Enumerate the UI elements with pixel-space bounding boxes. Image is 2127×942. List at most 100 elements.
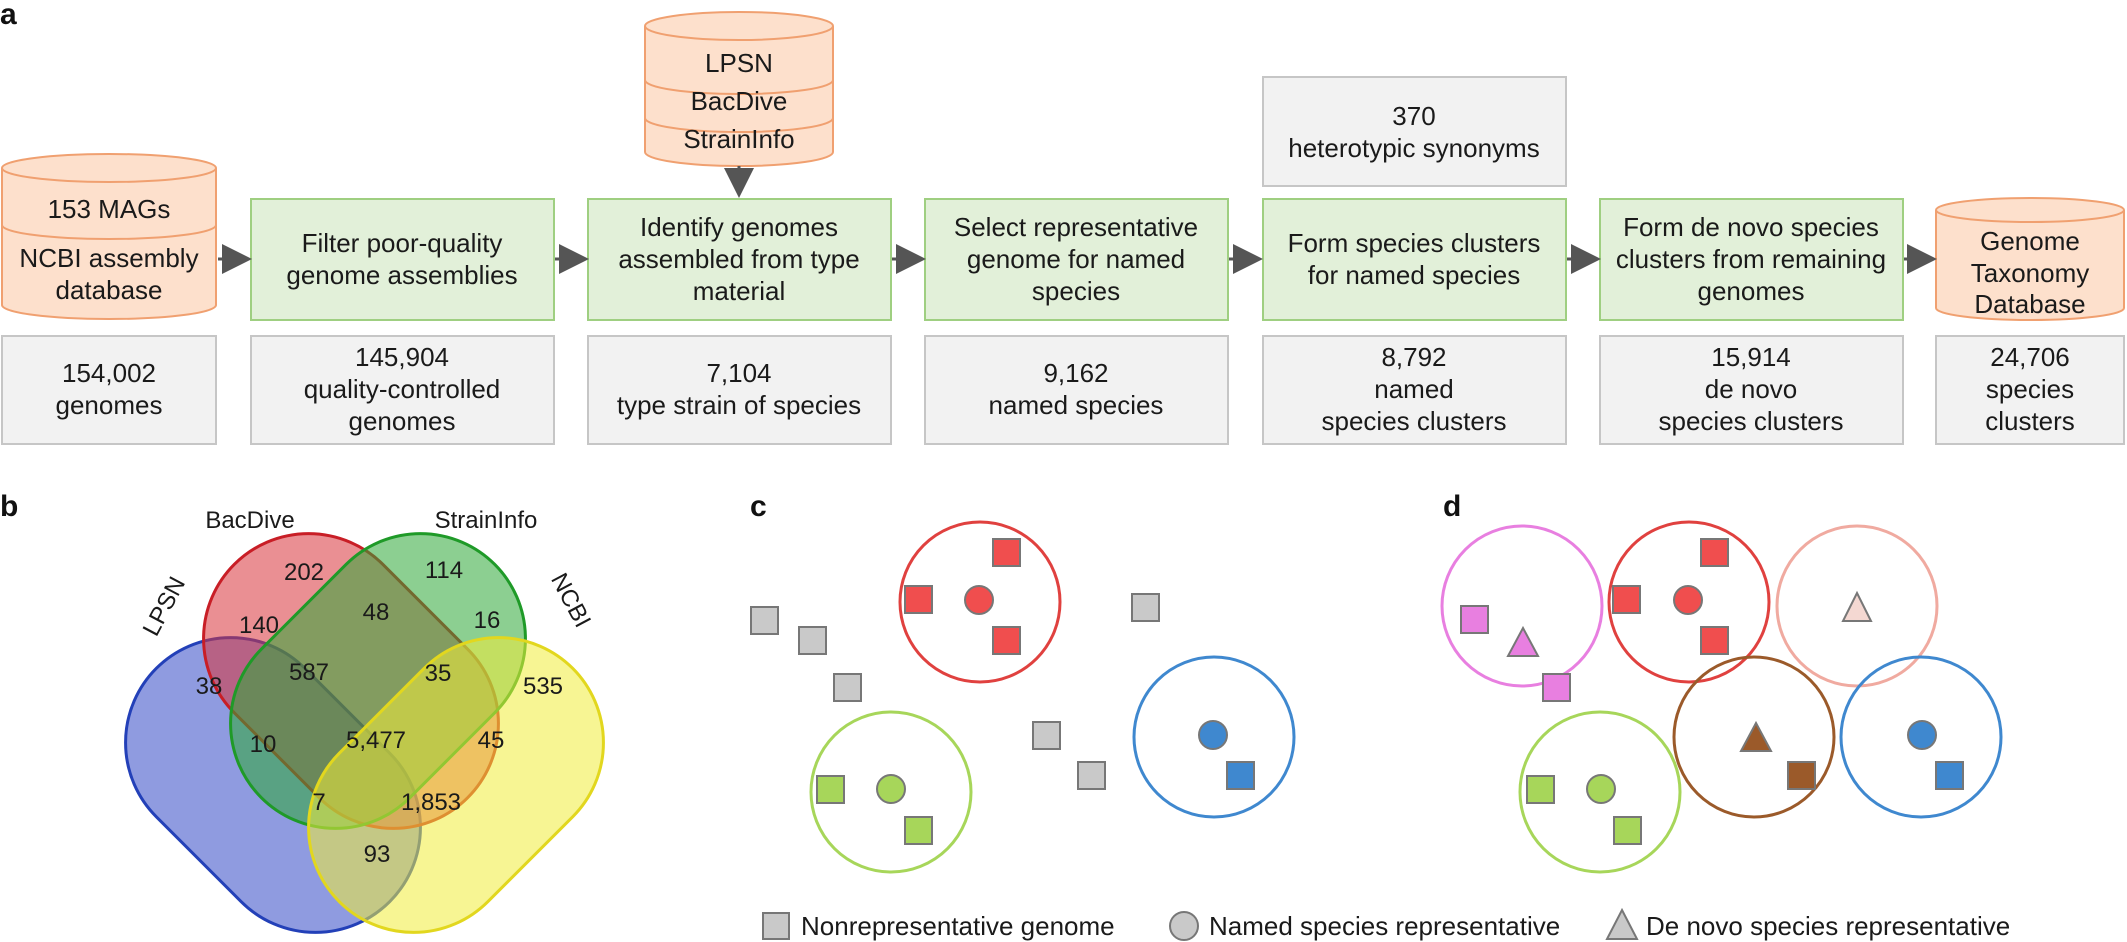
step-select-line2: genome for named [967,244,1185,274]
venn-region-value: 48 [363,599,390,626]
genome-square [1542,673,1571,702]
db-straininfo-label: StrainInfo [683,124,794,154]
count-3-line1: 7,104 [706,358,771,388]
count-2-line3: genomes [349,406,456,436]
denovo-representative-triangle [1739,720,1773,752]
venn-region-value: 587 [289,659,329,686]
legend-triangle-label: De novo species representative [1646,911,2010,941]
step-form-named-line1: Form species clusters [1288,228,1541,258]
synonyms-label: heterotypic synonyms [1288,133,1539,163]
count-box-7: 24,706 species clusters [1935,335,2125,445]
venn-region-value: 35 [425,660,452,687]
step-filter-line2: genome assemblies [286,260,517,290]
named-representative-circle [1586,774,1616,804]
step-form-denovo-line2: clusters from remaining [1616,244,1886,274]
step-select-line1: Select representative [954,212,1198,242]
genome-square [1032,721,1061,750]
synonyms-count: 370 [1392,101,1435,131]
panel-label-a: a [0,0,17,31]
venn-region-value: 16 [474,607,501,634]
legend-square-label: Nonrepresentative genome [801,911,1115,941]
venn-region-value: 140 [239,612,279,639]
count-6-line2: de novo [1705,374,1798,404]
count-4-line2: named species [989,390,1164,420]
step-form-named-line2: for named species [1308,260,1520,290]
gtdb-label-1: Genome [1980,226,2080,256]
count-box-4: 9,162 named species [924,335,1229,445]
step-filter: Filter poor-quality genome assemblies [250,198,555,321]
count-7-line1: 24,706 [1990,342,2070,372]
count-box-2: 145,904 quality-controlled genomes [250,335,555,445]
genome-square [816,775,845,804]
count-6-line1: 15,914 [1711,342,1791,372]
venn-diagram: BacDive StrainInfo LPSN NCBI 38 202 114 … [124,507,605,934]
step-form-named: Form species clusters for named species [1262,198,1567,321]
count-7-line3: clusters [1985,406,2075,436]
count-7-line2: species [1986,374,2074,404]
step-identify-line1: Identify genomes [640,212,838,242]
venn-region-value: 202 [284,559,324,586]
cluster-circle-pink [1440,524,1604,688]
species-cluster-diagram-d [1440,520,2003,874]
denovo-representative-triangle [1841,590,1873,622]
cluster-circle-green [809,710,973,874]
panel-label-d: d [1443,490,1461,523]
genome-square [904,585,933,614]
count-box-3: 7,104 type strain of species [587,335,892,445]
db-bacdive-label: BacDive [691,86,788,116]
ncbi-label-2: database [56,275,163,305]
count-1-line2: genomes [56,390,163,420]
gtdb-label-2: Taxonomy [1971,258,2090,288]
genome-taxonomy-database: Genome Taxonomy Database [1935,197,2125,321]
count-5-line1: 8,792 [1381,342,1446,372]
venn-region-value: 535 [523,673,563,700]
step-form-denovo-line1: Form de novo species [1623,212,1879,242]
venn-region-value: 1,853 [401,789,461,816]
ncbi-assembly-database: 153 MAGs NCBI assembly database [1,153,217,320]
step-identify-line2: assembled from type [618,244,859,274]
count-box-1: 154,002 genomes [1,335,217,445]
step-select: Select representative genome for named s… [924,198,1229,321]
venn-region-value: 38 [196,673,223,700]
count-3-line2: type strain of species [617,390,861,420]
venn-set-ncbi [307,636,605,934]
genome-square [1460,605,1489,634]
genome-square [1077,761,1106,790]
genome-square [1700,626,1729,655]
venn-region-value: 10 [250,731,277,758]
step-form-denovo: Form de novo species clusters from remai… [1599,198,1904,321]
count-1-line1: 154,002 [62,358,156,388]
count-5-line2: named [1374,374,1454,404]
venn-region-value: 93 [364,841,391,868]
step-select-line3: species [1032,276,1120,306]
venn-label-lpsn: LPSN [138,572,191,640]
legend-circle-icon [1169,911,1199,941]
count-box-5: 8,792 named species clusters [1262,335,1567,445]
named-representative-circle [1198,720,1228,750]
ncbi-label-1: NCBI assembly [19,243,198,273]
genome-square [1700,538,1729,567]
cluster-circle-blue [1132,655,1296,819]
synonyms-box: 370 heterotypic synonyms [1262,76,1567,187]
cluster-circle-blue [1839,655,2003,819]
venn-label-bacdive: BacDive [205,507,294,534]
legend-triangle-icon [1605,907,1639,940]
genome-square [1613,816,1642,845]
venn-region-value: 7 [312,789,325,816]
panel-label-c: c [750,490,767,523]
gtdb-label-3: Database [1974,289,2085,319]
genome-square [750,606,779,635]
cluster-circle-red [898,520,1062,684]
venn-region-value: 45 [478,727,505,754]
genome-square [1526,775,1555,804]
legend-square-icon [762,912,790,940]
step-identify: Identify genomes assembled from type mat… [587,198,892,321]
named-representative-circle [1673,585,1703,615]
genome-square [1131,593,1160,622]
genome-square [833,673,862,702]
genome-square [1787,761,1816,790]
panel-label-b: b [0,490,18,523]
count-5-line3: species clusters [1322,406,1507,436]
denovo-representative-triangle [1506,625,1540,657]
